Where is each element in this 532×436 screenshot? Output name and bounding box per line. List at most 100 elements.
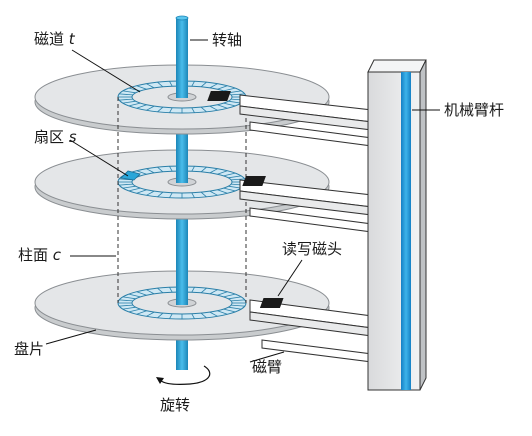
head (207, 91, 231, 101)
arm-assembly (367, 59, 427, 391)
sector-tick (191, 81, 195, 87)
head (242, 176, 266, 186)
sector-tick (230, 178, 245, 181)
sector-tick (146, 105, 155, 111)
sector-tick (223, 187, 236, 192)
sector-tick (169, 192, 173, 198)
sector-tick (122, 100, 136, 104)
sector-tick (169, 107, 173, 113)
track-sector-ticks (118, 166, 246, 198)
sector-tick (217, 291, 228, 296)
sector-tick (191, 166, 195, 172)
label-rotation-text: 旋转 (160, 396, 191, 414)
sector-tick (200, 287, 207, 294)
label-arm: 磁臂 (252, 358, 282, 376)
sector-tick (128, 87, 141, 92)
sector-tick (200, 106, 207, 113)
spindle-cap (175, 15, 189, 21)
sector-tick (217, 104, 228, 109)
sector-tick (119, 93, 134, 96)
sector-tick (169, 166, 173, 172)
sector-tick (169, 313, 173, 319)
sector-tick (230, 299, 245, 302)
sector-tick (136, 189, 147, 194)
sector-tick (119, 304, 134, 307)
sector-tick (228, 306, 242, 310)
sector-tick (157, 81, 164, 88)
sector-tick (157, 166, 164, 173)
sector-tick (122, 185, 136, 189)
sector-tick (228, 175, 242, 179)
sector-tick (169, 287, 173, 293)
arm-assembly-stripe (401, 72, 411, 390)
sector-tick (128, 308, 141, 313)
sector-tick (191, 192, 195, 198)
sector-tick (217, 85, 228, 90)
sector-tick (217, 189, 228, 194)
sector-tick (119, 183, 134, 186)
sector-tick (122, 306, 136, 310)
sector-tick (209, 105, 218, 111)
sector-tick (122, 296, 136, 300)
sector-tick (223, 87, 236, 92)
sector-tick (217, 170, 228, 175)
sector-tick (200, 191, 207, 198)
sector-tick (136, 85, 147, 90)
arm-top (207, 91, 373, 147)
sector-tick (223, 172, 236, 177)
sector-tick (136, 104, 147, 109)
sector-tick (128, 102, 141, 107)
sector-tick (136, 291, 147, 296)
label-cylinder-symbol: c (52, 246, 62, 264)
rotation-arrow (156, 365, 211, 385)
sector-tick (223, 308, 236, 313)
sector-tick (157, 191, 164, 198)
label-cylinder-text: 柱面 (18, 246, 49, 264)
label-spindle-text: 转轴 (212, 31, 243, 49)
sector-tick (146, 190, 155, 196)
label-cylinder: 柱面 c (18, 246, 61, 264)
label-rotation: 旋转 (160, 396, 190, 414)
sector-tick (200, 81, 207, 88)
sector-tick (223, 293, 236, 298)
sector-tick (119, 98, 134, 101)
head (259, 298, 284, 308)
label-spindle: 转轴 (212, 31, 242, 49)
sector-tick (122, 90, 136, 94)
sector-tick (146, 83, 155, 89)
label-platter-text: 盘片 (14, 340, 45, 358)
sector-tick (146, 168, 155, 174)
sector-tick (191, 287, 195, 293)
sector-tick (200, 166, 207, 173)
sector-tick (136, 170, 147, 175)
sector-tick (128, 293, 141, 298)
sector-tick (169, 81, 173, 87)
sector-tick (136, 310, 147, 315)
label-arm-text: 磁臂 (252, 358, 283, 376)
label-sector-text: 扇区 (34, 128, 65, 146)
sector-tick (209, 190, 218, 196)
sector-tick (157, 106, 164, 113)
sector-tick (230, 93, 245, 96)
sector-tick (157, 312, 164, 319)
sector-tick (146, 311, 155, 317)
sector-tick (228, 296, 242, 300)
sector-tick (128, 187, 141, 192)
spindle-top (176, 18, 188, 98)
sector-tick (157, 287, 164, 294)
label-track: 磁道 t (34, 30, 75, 48)
sector-tick (119, 299, 134, 302)
spindle-segment (176, 195, 188, 305)
sector-tick (191, 313, 195, 319)
label-arm-assembly-text: 机械臂杆 (444, 101, 505, 119)
sector-tick (228, 100, 242, 104)
label-read-write-head: 读写磁头 (282, 240, 342, 258)
label-sector-symbol: s (68, 128, 77, 146)
label-track-symbol: t (68, 30, 75, 48)
sector-tick (200, 312, 207, 319)
label-track-text: 磁道 (34, 30, 65, 48)
sector-tick (230, 304, 245, 307)
sector-tick (209, 311, 218, 317)
